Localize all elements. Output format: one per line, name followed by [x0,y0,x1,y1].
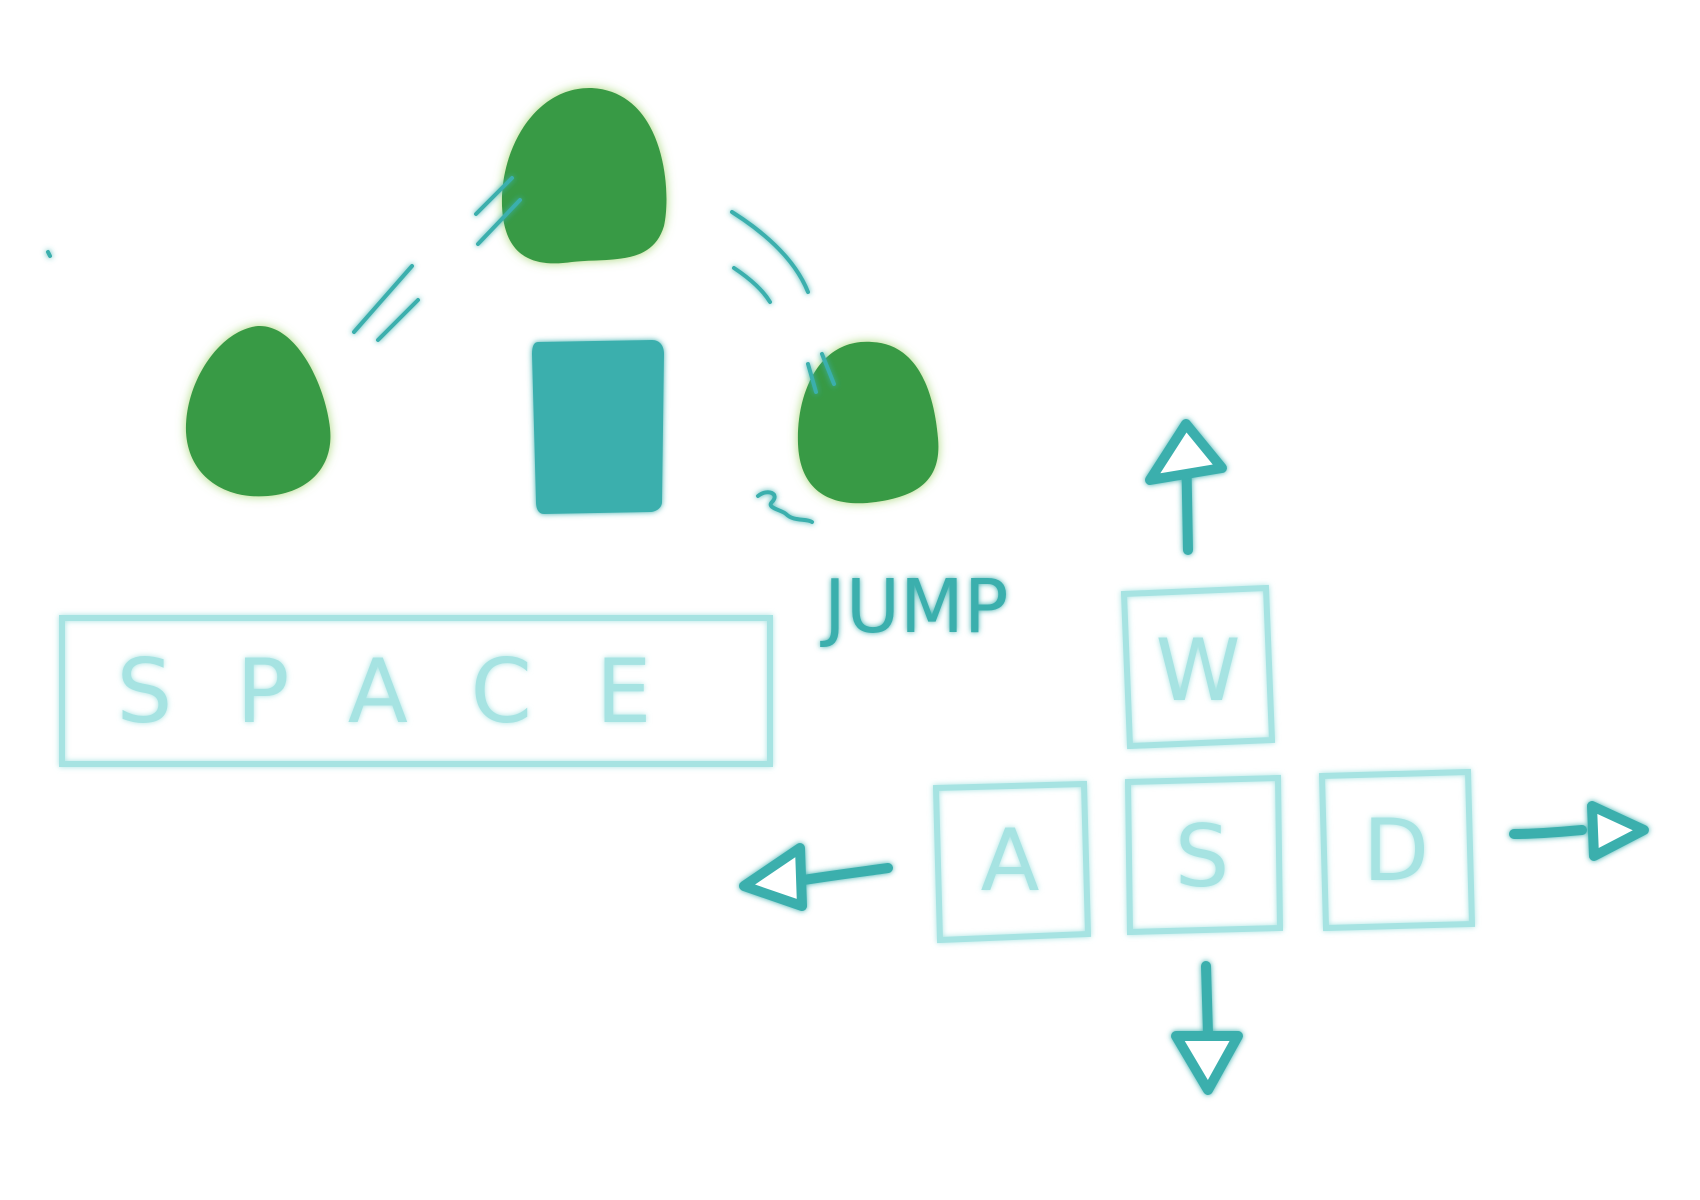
space-key-outline [59,615,773,767]
d-key-outline [1318,768,1476,932]
a-key-outline [932,780,1092,944]
arrow-left-icon [739,843,893,911]
w-key-label: W [1155,621,1240,721]
arrow-up-icon [1145,419,1227,555]
a-key[interactable]: A [932,780,1092,944]
wasd-keys: W A S D [932,584,1476,944]
d-key[interactable]: D [1318,768,1476,932]
arrow-down-icon [1171,961,1243,1095]
motion-lines [46,176,836,524]
s-key-label: S [1175,807,1230,907]
jump-label: JUMP [820,564,1008,650]
w-key-outline [1120,584,1276,750]
blob-peak-icon [501,87,667,264]
w-key[interactable]: W [1120,584,1276,750]
player-block-icon [532,340,664,514]
space-key-label: SPACE [117,640,716,743]
arrow-right-icon [1509,801,1649,861]
a-key-label: A [981,811,1040,911]
blob-start-icon [185,325,331,497]
d-key-label: D [1363,801,1429,901]
s-key[interactable]: S [1124,774,1284,936]
jump-demo [46,87,939,524]
space-key[interactable]: SPACE [59,615,773,767]
blob-land-icon [797,341,939,504]
direction-arrows [739,419,1649,1095]
s-key-outline [1124,774,1284,936]
